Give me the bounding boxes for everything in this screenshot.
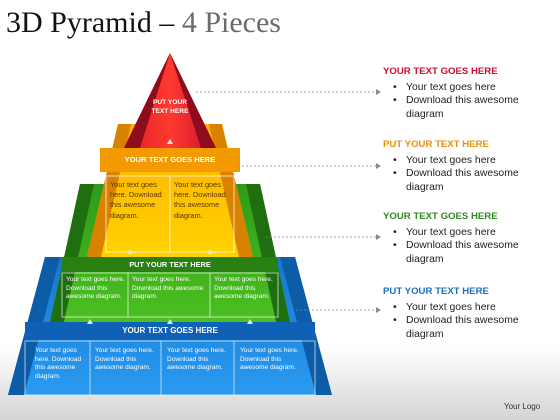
arrow-up-icon <box>127 249 133 254</box>
title-dash: – <box>151 6 182 39</box>
leader-lines <box>196 91 376 311</box>
title-main: 3D Pyramid <box>6 6 152 39</box>
tier-red <box>124 53 216 148</box>
callout-2: PUT YOUR TEXT HERE Your text goes here D… <box>383 139 558 194</box>
apex-label-line: TEXT HERE <box>151 108 189 116</box>
tier-orange-title: YOUR TEXT GOES HERE <box>124 155 216 164</box>
arrow-up-icon <box>167 139 173 144</box>
tier-blue-cell-frame <box>24 340 316 396</box>
callout-heading: YOUR TEXT GOES HERE <box>383 66 498 77</box>
tier-green-cell-frame <box>61 272 279 318</box>
apex-label: PUT YOUR TEXT HERE <box>138 98 202 117</box>
tier-green-cell: Your text goes here. Download this aweso… <box>132 276 204 301</box>
callout-bullet: Your text goes here <box>393 81 558 95</box>
tier-blue-cell: Your text goes here. Download this aweso… <box>167 347 226 372</box>
callout-4: PUT YOUR TEXT HERE Your text goes here D… <box>383 286 558 341</box>
tier-blue-cell: Your text goes here. Download this aweso… <box>35 347 82 380</box>
title-sub: 4 Pieces <box>181 6 281 39</box>
tier-blue-cell: Your text goes here. Download this aweso… <box>95 347 154 372</box>
arrow-up-icon <box>247 319 253 324</box>
callout-1: YOUR TEXT GOES HERE Your text goes here … <box>383 66 558 121</box>
callout-heading: PUT YOUR TEXT HERE <box>383 286 489 297</box>
arrow-right-icon <box>376 163 381 169</box>
callout-bullets: Your text goes here Download this awesom… <box>383 226 558 266</box>
tier-orange-cell: Your text goes here. Download this aweso… <box>110 180 162 220</box>
tier-blue-title: YOUR TEXT GOES HERE <box>122 326 218 335</box>
callout-bullets: Your text goes here Download this awesom… <box>383 154 558 194</box>
tier-red-right-side <box>170 53 216 148</box>
callout-bullet: Your text goes here <box>393 226 558 240</box>
arrow-right-icon <box>376 89 381 95</box>
callout-3: YOUR TEXT GOES HERE Your text goes here … <box>383 211 558 266</box>
callout-heading: YOUR TEXT GOES HERE <box>383 211 498 222</box>
tier-blue-cell: Your text goes here. Download this aweso… <box>240 347 299 372</box>
tier-orange <box>87 124 253 257</box>
arrow-up-icon <box>167 319 173 324</box>
callout-bullet: Download this awesome diagram <box>393 94 558 121</box>
callout-bullet: Download this awesome diagram <box>393 314 558 341</box>
connector-arrows <box>87 139 253 324</box>
tier-red-left-side <box>124 53 170 148</box>
callout-bullet: Download this awesome diagram <box>393 167 558 194</box>
callout-bullet: Download this awesome diagram <box>393 239 558 266</box>
tier-green-left-side <box>50 184 94 322</box>
callout-heading: PUT YOUR TEXT HERE <box>383 139 489 150</box>
footer-logo: Your Logo <box>504 402 541 411</box>
arrow-right-icon <box>376 234 381 240</box>
callout-bullets: Your text goes here Download this awesom… <box>383 81 558 121</box>
arrow-up-icon <box>207 249 213 254</box>
tier-green-cell: Your text goes here. Download this aweso… <box>66 276 125 301</box>
tier-orange-cell: Your text goes here. Download this aweso… <box>174 180 226 220</box>
tier-green-title: PUT YOUR TEXT HERE <box>129 260 211 269</box>
callout-bullet: Your text goes here <box>393 154 558 168</box>
leader-arrowheads <box>376 89 381 313</box>
apex-label-line: PUT YOUR <box>153 99 187 106</box>
tier-orange-header-band <box>100 148 240 172</box>
arrow-right-icon <box>376 307 381 313</box>
arrow-up-icon <box>87 319 93 324</box>
tier-blue-header-band <box>25 322 315 340</box>
callout-bullet: Your text goes here <box>393 301 558 315</box>
tier-green-header-band <box>62 257 278 272</box>
slide-title: 3D Pyramid – 4 Pieces <box>6 6 281 40</box>
tier-green-cell: Your text goes here. Download this aweso… <box>214 276 273 301</box>
tier-green-right-side <box>246 184 290 322</box>
callout-bullets: Your text goes here Download this awesom… <box>383 301 558 341</box>
